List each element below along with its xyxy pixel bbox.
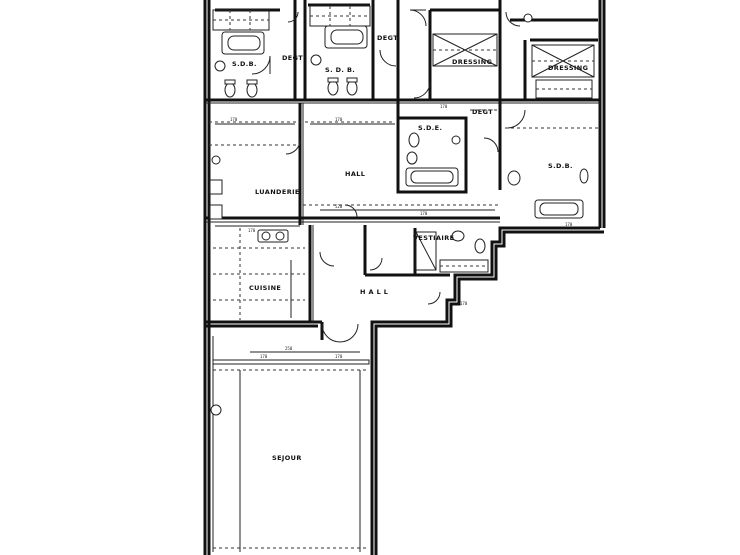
bathtub-top-left xyxy=(221,31,265,55)
vestiaire-fixtures xyxy=(415,230,489,273)
room-degt-3: DEGT xyxy=(472,108,493,116)
dimension-lines xyxy=(215,123,495,353)
bathtub-top-mid xyxy=(324,25,368,49)
room-sdb-top-mid: S. D. B. xyxy=(325,66,355,74)
room-vestiaire: VESTIAIRE xyxy=(413,234,455,242)
dim-10: 170 xyxy=(460,301,468,306)
door-swings-top xyxy=(251,9,526,153)
top-partitions xyxy=(205,0,600,192)
middle-partitions xyxy=(205,103,500,225)
dim-8: 170 xyxy=(260,354,268,359)
sejour-details xyxy=(210,336,370,552)
lower-partitions xyxy=(213,225,450,322)
toilet-3 xyxy=(327,77,339,96)
room-dressing-2: DRESSING xyxy=(548,64,588,72)
dressing-grid-1 xyxy=(432,33,498,67)
outer-walls xyxy=(203,0,606,555)
sink-3 xyxy=(523,13,533,23)
room-sejour: SEJOUR xyxy=(272,454,302,462)
room-dressing-1: DRESSING xyxy=(452,58,492,66)
shower-grid-2 xyxy=(309,5,371,27)
dim-11: 170 xyxy=(440,104,448,109)
shower-grid-1 xyxy=(212,9,270,31)
washer xyxy=(209,155,223,220)
sink-2 xyxy=(310,54,322,66)
dim-1: 170 xyxy=(230,117,238,122)
dim-7: 170 xyxy=(335,354,343,359)
room-cuisine: CUISINE xyxy=(249,284,281,292)
dim-4: 170 xyxy=(420,211,428,216)
door-swings-lower xyxy=(285,139,441,343)
kitchen-sink xyxy=(257,229,289,243)
sdb-right-fixtures xyxy=(505,127,598,219)
dressing-grid-2 xyxy=(531,44,595,99)
room-sde: S.D.E. xyxy=(418,124,442,132)
dim-6: 250 xyxy=(285,346,293,351)
dim-9: 170 xyxy=(565,222,573,227)
room-hall-lower: H A L L xyxy=(360,288,388,296)
sink-1 xyxy=(214,60,226,72)
room-degt-1: DEGT xyxy=(282,54,303,62)
sde-fixtures xyxy=(405,132,461,187)
room-lingerie: LUANDERIE xyxy=(255,188,300,196)
toilet-2 xyxy=(246,79,258,98)
room-sdb-right: S.D.B. xyxy=(548,162,573,170)
room-degt-2: DEGT xyxy=(377,34,398,42)
dim-5: 520 xyxy=(335,204,343,209)
dim-2: 170 xyxy=(335,117,343,122)
room-sdb-top-left: S.D.B. xyxy=(232,60,257,68)
toilet-4 xyxy=(346,77,358,96)
toilet-1 xyxy=(224,79,236,98)
dim-3: 170 xyxy=(248,228,256,233)
room-hall-upper: HALL xyxy=(345,170,365,178)
